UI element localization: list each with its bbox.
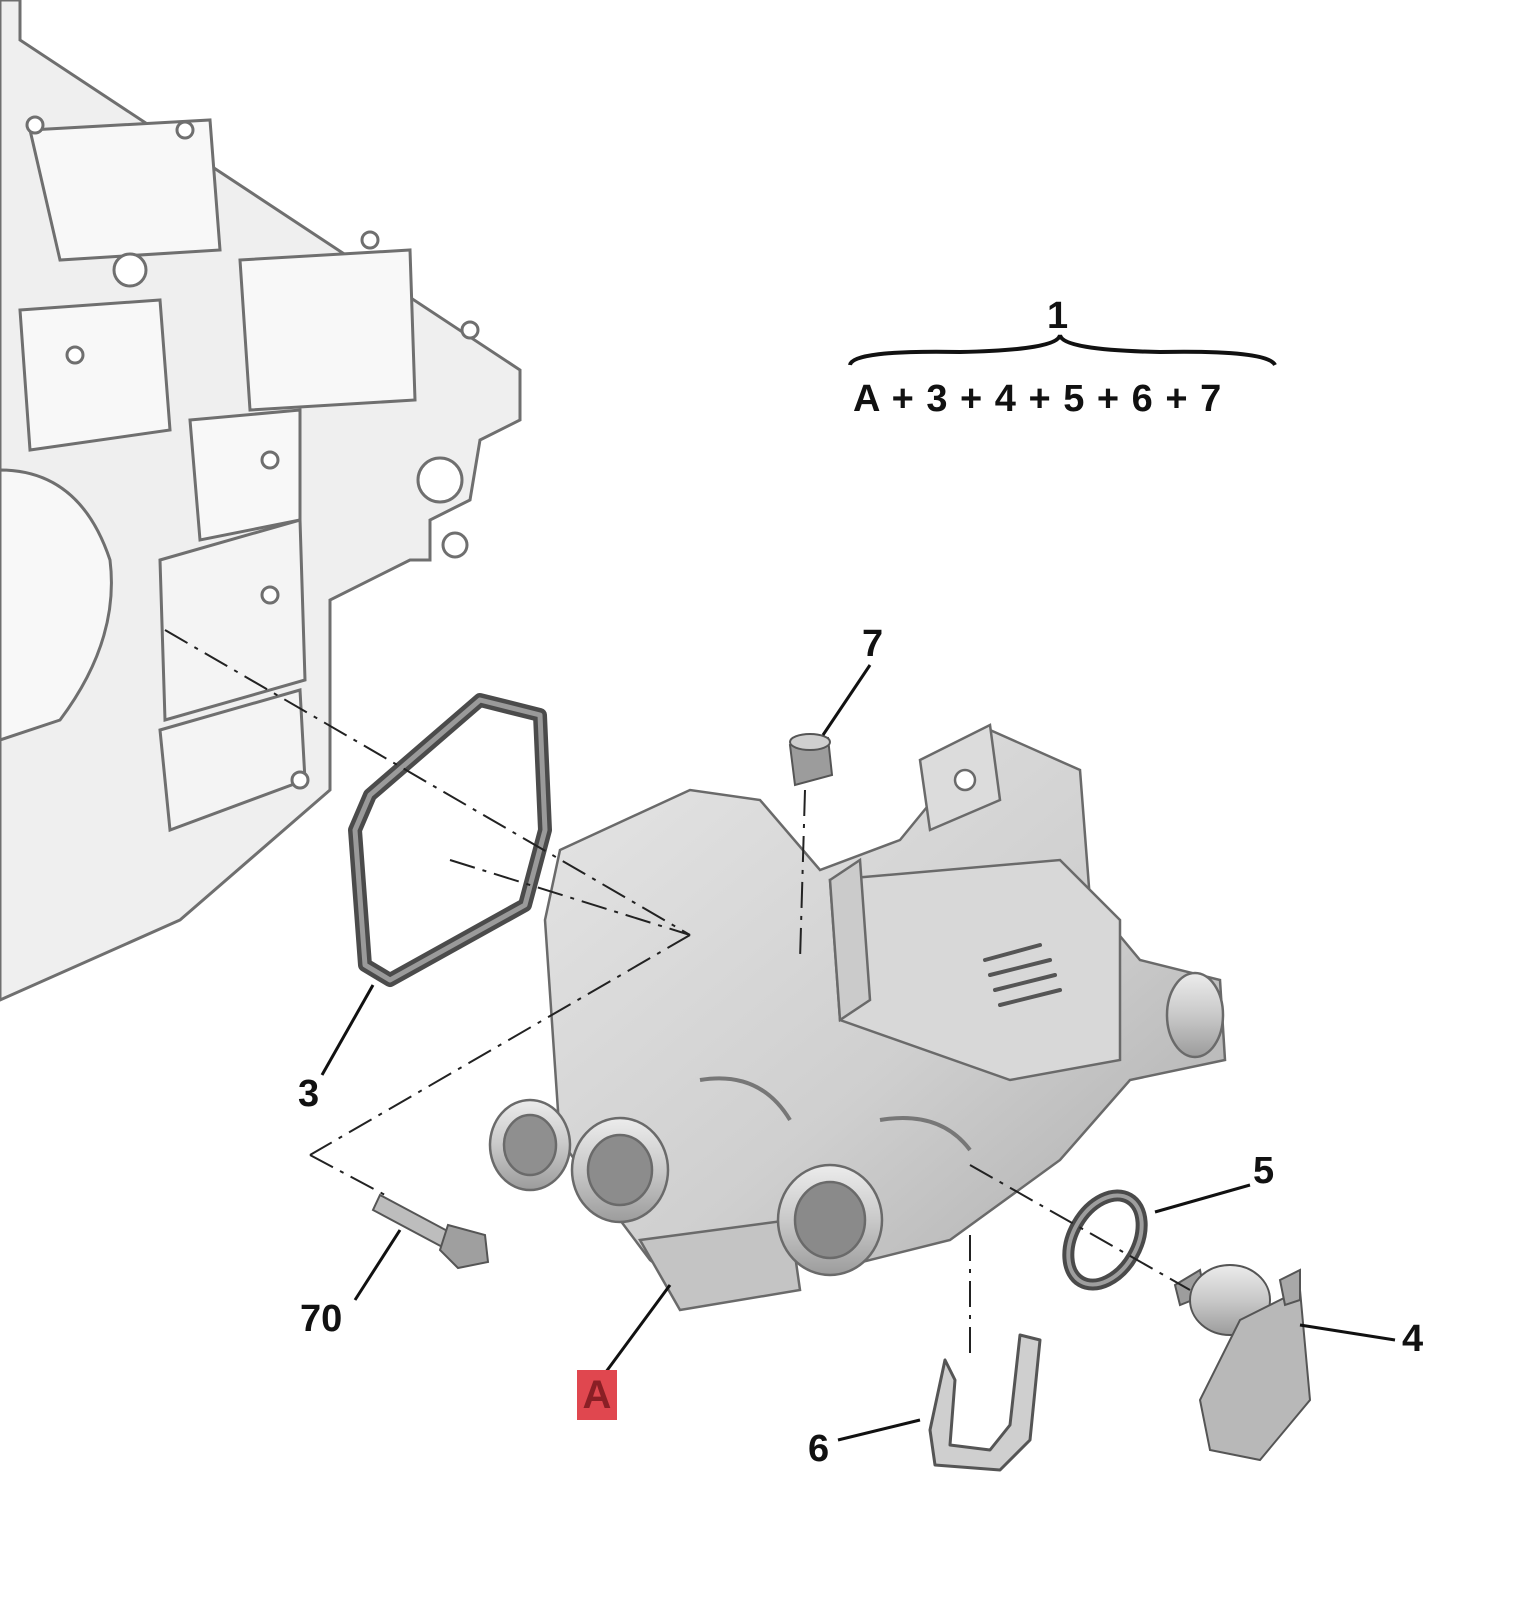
- o-ring-icon: [1062, 1189, 1148, 1291]
- thermostat-housing-icon: [488, 723, 1227, 1312]
- callout-part-7: 7: [862, 623, 884, 665]
- bleed-plug-icon: [788, 733, 834, 787]
- assembly-lines: [164, 629, 1191, 1360]
- leader-lines: [320, 664, 1396, 1442]
- bolt-icon: [371, 1193, 490, 1270]
- kit-contents-formula: A + 3 + 4 + 5 + 6 + 7: [853, 378, 1223, 420]
- gasket-icon: [348, 693, 552, 987]
- callout-part-a-badge: A: [577, 1370, 617, 1420]
- callout-part-6: 6: [808, 1428, 830, 1470]
- kit-brace: [848, 334, 1277, 367]
- kit-number-label: 1: [1047, 295, 1069, 337]
- callout-part-4: 4: [1402, 1318, 1424, 1360]
- callout-part-70: 70: [300, 1298, 343, 1340]
- temperature-sensor-icon: [1173, 1264, 1312, 1462]
- callout-part-3: 3: [298, 1073, 320, 1115]
- retaining-clip-icon: [928, 1333, 1042, 1472]
- callout-part-5: 5: [1253, 1150, 1275, 1192]
- engine-block-icon: [0, 0, 522, 1002]
